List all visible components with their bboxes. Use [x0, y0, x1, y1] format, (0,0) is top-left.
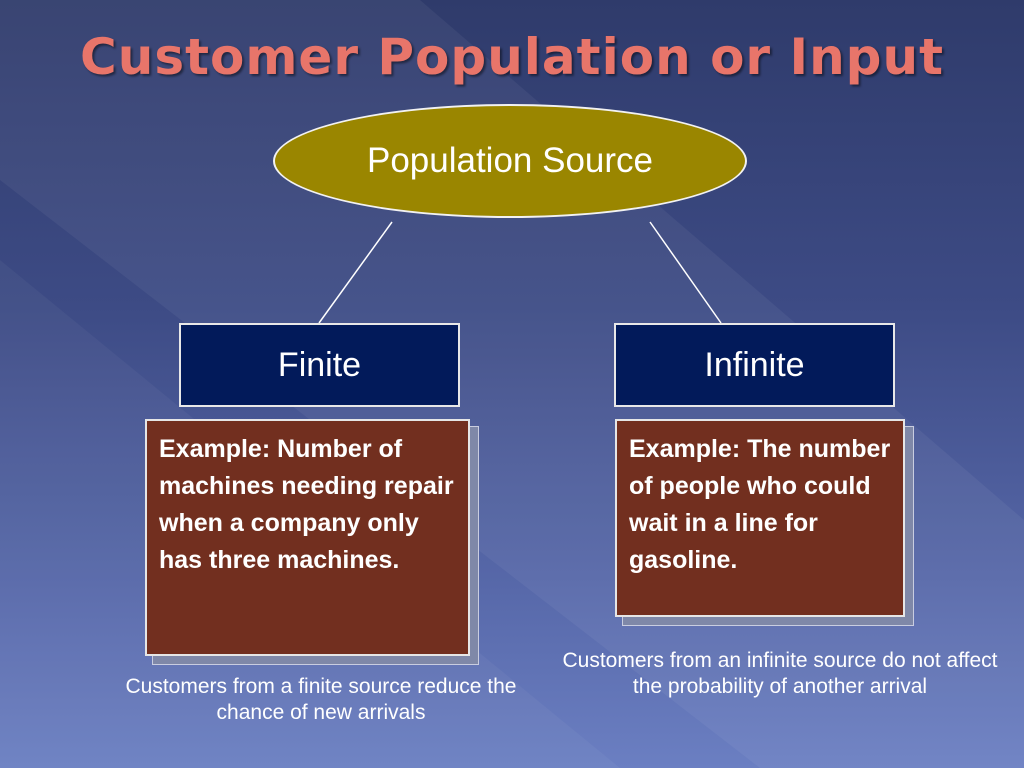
infinite-example-box: Example: The number of people who could …: [615, 419, 905, 617]
finite-note: Customers from a finite source reduce th…: [125, 675, 517, 724]
finite-example-text: Example: Number of machines needing repa…: [159, 435, 454, 574]
population-source-node: Population Source: [273, 104, 747, 218]
slide-title: Customer Population or Input: [80, 28, 944, 86]
population-source-label: Population Source: [366, 141, 654, 180]
finite-example-box: Example: Number of machines needing repa…: [145, 419, 470, 656]
infinite-label: Infinite: [704, 345, 805, 384]
infinite-note: Customers from an infinite source do not…: [562, 649, 998, 698]
infinite-example-text: Example: The number of people who could …: [629, 435, 891, 574]
connector-finite: [318, 221, 393, 324]
connector-infinite: [649, 221, 722, 324]
finite-label: Finite: [277, 345, 362, 384]
finite-node: Finite: [179, 323, 460, 407]
infinite-node: Infinite: [614, 323, 895, 407]
